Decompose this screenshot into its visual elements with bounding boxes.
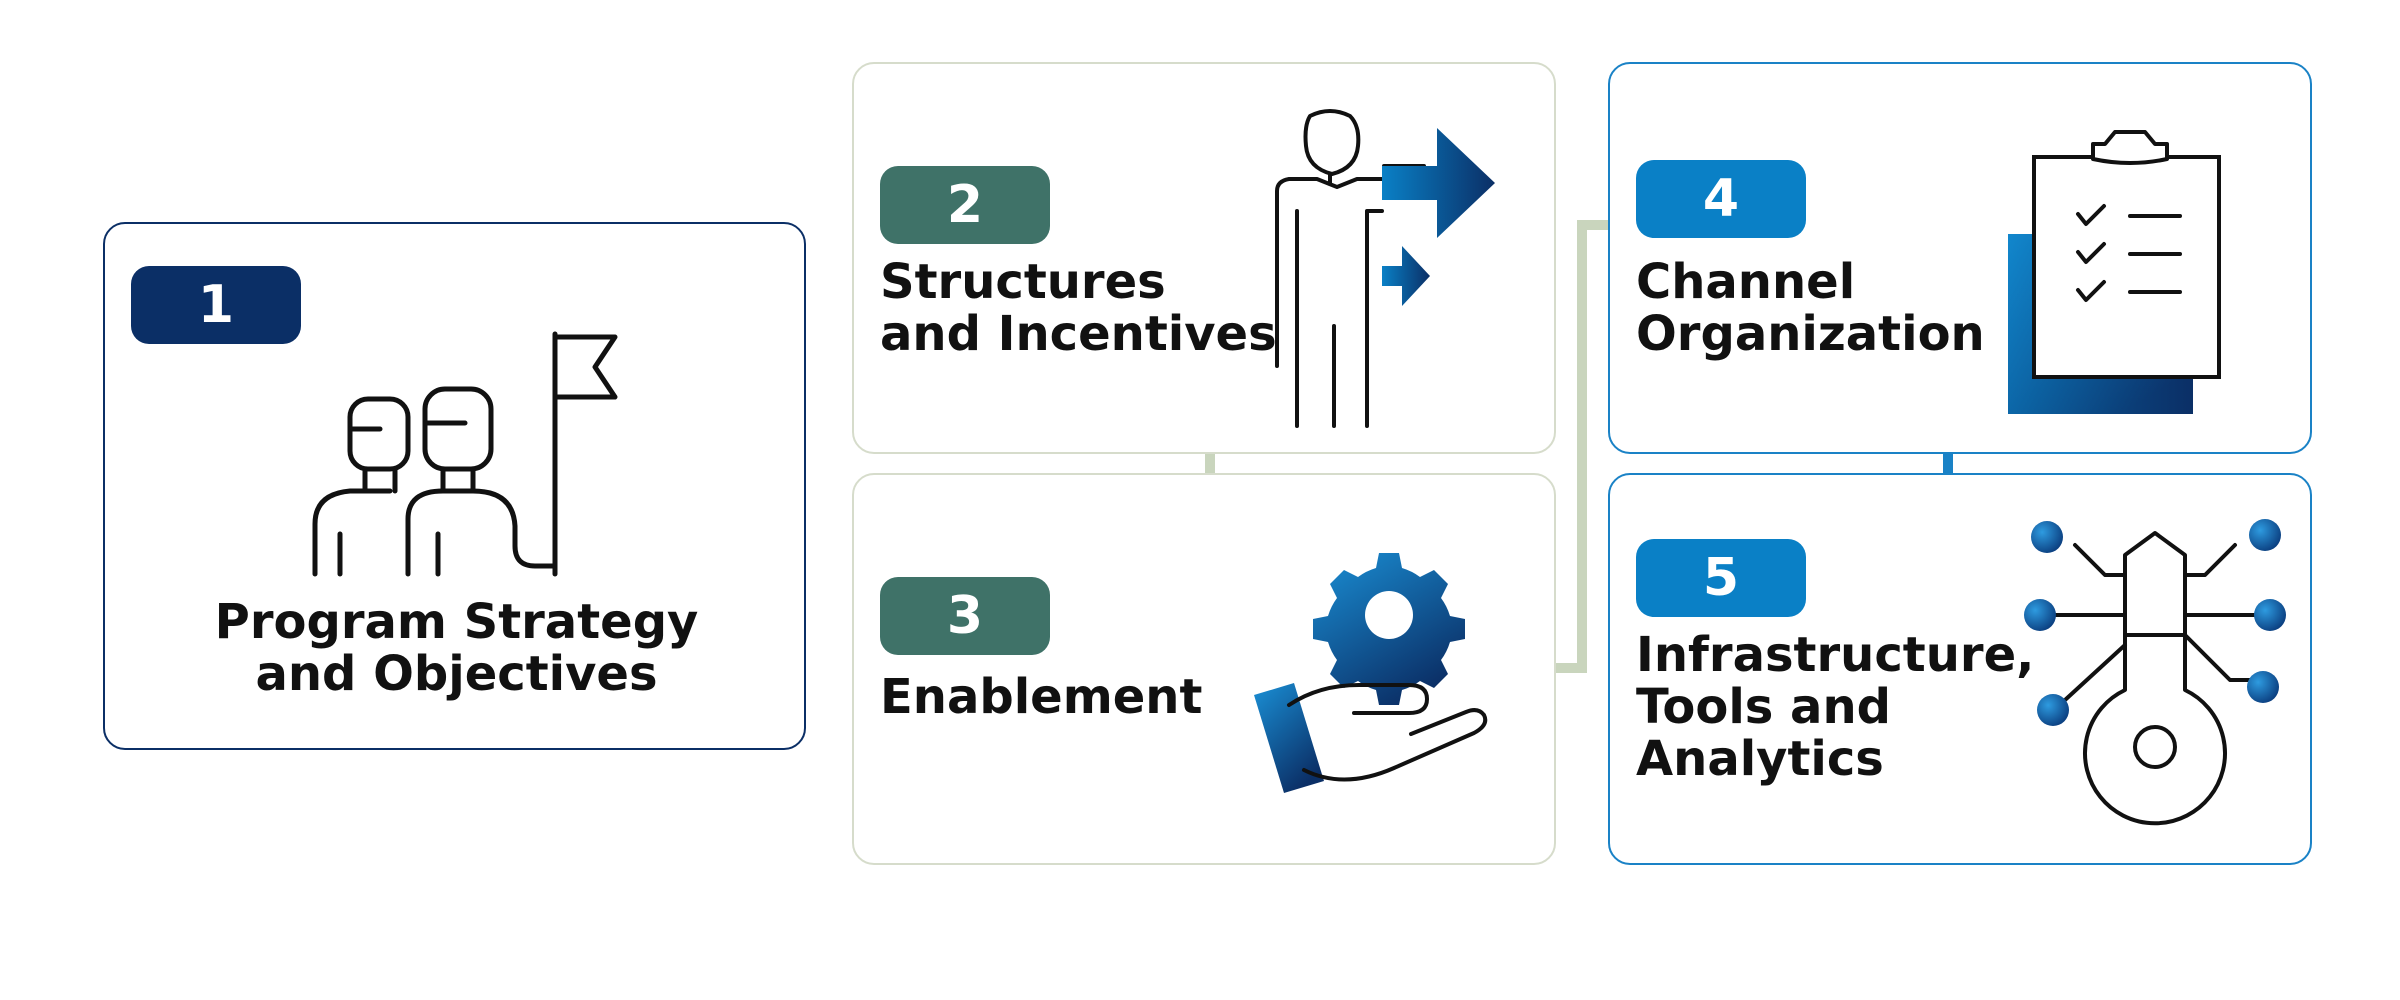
- hand-holding-gear-icon: [1254, 553, 1488, 793]
- step-title: Channel Organization: [1636, 254, 1985, 362]
- step-card-5: 5 Infrastructure, Tools and Analytics: [1608, 473, 2312, 865]
- step-number-badge: 1: [131, 266, 301, 344]
- step-number-badge: 3: [880, 577, 1050, 655]
- circuit-node: [2031, 521, 2063, 553]
- circuit-node: [2024, 599, 2056, 631]
- step-title: Enablement: [880, 669, 1203, 725]
- step-number-badge: 2: [880, 166, 1050, 244]
- checklist-clipboard-icon: [2008, 130, 2221, 414]
- step-title: Program Strategy and Objectives: [214, 594, 699, 702]
- step-title: Infrastructure, Tools and Analytics: [1636, 627, 2035, 787]
- circuit-node: [2254, 599, 2286, 631]
- step-card-1: 1 Program Strategy and Objectives: [103, 222, 806, 750]
- circuit-node: [2247, 671, 2279, 703]
- step-number-badge: 4: [1636, 160, 1806, 238]
- circuit-node: [2037, 694, 2069, 726]
- circuit-key-icon: [2024, 519, 2286, 826]
- person-with-arrows-icon: [1275, 109, 1495, 428]
- step-card-4: 4 Channel Organization: [1608, 62, 2312, 454]
- step-card-3: 3 Enablement: [852, 473, 1556, 865]
- circuit-node: [2249, 519, 2281, 551]
- team-with-flag-icon: [312, 331, 618, 577]
- step-number-badge: 5: [1636, 539, 1806, 617]
- step-card-2: 2 Structures and Incentives: [852, 62, 1556, 454]
- connector-3-4: [1556, 220, 1608, 673]
- step-title: Structures and Incentives: [880, 254, 1277, 362]
